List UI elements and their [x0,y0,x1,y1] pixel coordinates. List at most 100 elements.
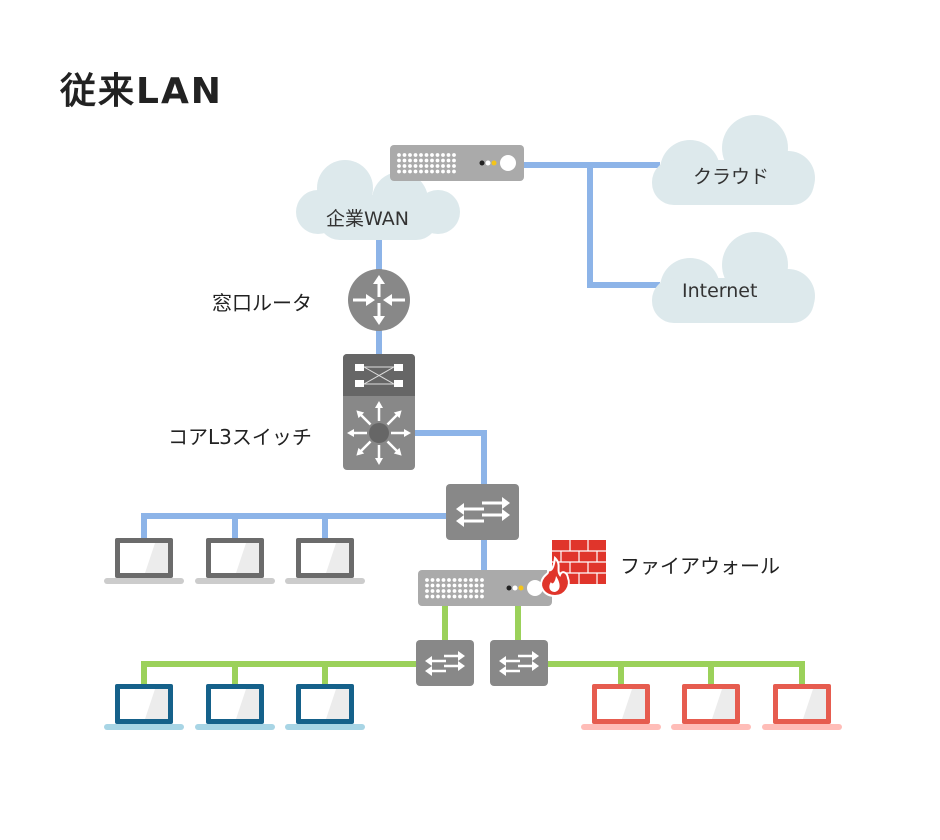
firewall-server-icon [418,570,552,606]
laptop-red-icon [762,684,842,730]
laptop-gray-icon [195,538,275,584]
laptop-blue-icon [195,684,275,730]
vent-dot [469,583,473,588]
arrow-head [375,458,383,465]
cloud-label-cloud: クラウド [693,166,770,188]
vent-dot [447,583,451,588]
vent-dot [441,583,446,588]
link-switch-gray-lan [141,513,446,540]
vent-dot [408,153,412,157]
arrow-head [375,401,383,408]
vent-dot [463,594,468,599]
laptop-gray-icon [104,538,184,584]
core-switch-label: コアL3スイッチ [168,425,312,449]
vent-dot [474,583,479,588]
vent-dot [424,158,429,163]
vent-dot [425,589,429,593]
vent-dot [425,578,429,582]
vent-dot [430,594,435,599]
vent-dot [446,169,451,174]
vent-dot [413,169,418,174]
link-left-lan [141,661,417,686]
vent-dot [452,153,456,157]
vent-dot [419,164,423,168]
link-right-lan [547,661,805,686]
vent-dot [480,594,484,599]
vent-dot [480,583,484,588]
vent-dot [430,578,435,582]
cloud-label-wan: 企業WAN [326,208,409,230]
vent-dot [424,164,429,168]
vent-dot [463,589,468,593]
vent-dot [430,153,434,157]
vent-dot [408,164,412,168]
laptop-blue-icon [285,684,365,730]
router-label: 窓口ルータ [212,291,312,315]
vent-dot [425,583,429,588]
vent-dot [458,589,462,593]
vent-dot [474,594,479,599]
vent-dot [435,158,440,163]
vent-dot [441,153,445,157]
vent-dot [452,594,457,599]
arrow-head [393,447,402,456]
vent-dot [408,169,412,174]
vent-dot [430,589,435,593]
vent-dot [402,158,407,163]
vent-dot [413,158,418,163]
vent-dot [480,578,484,582]
vent-dot [458,583,462,588]
vent-dot [435,153,440,157]
cloud-cloud-icon [652,115,815,205]
laptops [104,538,842,730]
vent-dot [463,578,468,582]
laptop-red-icon [671,684,751,730]
laptop-blue-icon [104,684,184,730]
vent-dot [480,589,484,593]
switch-left-icon [416,640,474,686]
vent-dot [397,169,401,174]
vent-dot [425,594,429,599]
arrow-head [347,429,354,437]
vent-dot [419,158,423,163]
firewall-label: ファイアウォール [620,554,780,578]
link-server-internet [587,165,660,288]
arrow-line [386,440,399,453]
vent-dot [436,589,440,593]
vent-dot [436,583,440,588]
laptop-gray-icon [285,538,365,584]
arrow-line [386,413,399,426]
switch-right-icon [490,640,548,686]
vent-dot [430,164,434,168]
vent-dot [436,578,440,582]
router-icon [348,269,410,331]
vent-dot [441,594,446,599]
vent-dot [469,594,473,599]
vent-dot [424,153,429,157]
vent-dot [469,589,473,593]
vent-dot [474,578,479,582]
server-icon [390,145,524,181]
vent-dot [452,164,456,168]
cloud-internet-icon [652,232,815,323]
vent-dot [430,583,435,588]
vent-dot [397,158,401,163]
cloud-wan-icon [296,160,460,240]
vent-dot [441,169,445,174]
vent-dot [435,164,440,168]
vent-dot [408,158,412,163]
vent-dot [436,594,440,599]
vent-dot [446,158,451,163]
page-title: 従来LAN [60,71,223,112]
vent-dot [469,578,473,582]
switch-icon [446,484,519,540]
vent-dot [452,578,457,582]
cloud-label-internet: Internet [682,280,758,302]
vent-dot [402,153,407,157]
vent-dot [402,164,407,168]
link-core-switch [414,430,487,484]
vent-dot [463,583,468,588]
vent-dot [402,169,407,174]
arrow-head [356,447,365,456]
vent-dot [458,594,462,599]
